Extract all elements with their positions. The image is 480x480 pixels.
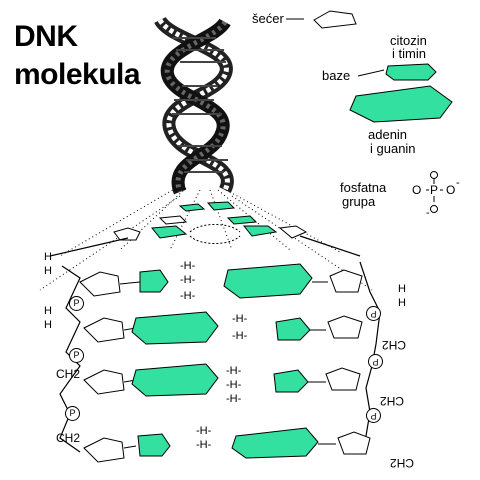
label-guanin: i guanin [370, 141, 416, 156]
label-secer: šećer [252, 11, 284, 26]
phosphate-formula [426, 171, 443, 213]
hydrogen-bond: -H- [226, 393, 242, 405]
ch2-label: CH2 [382, 338, 407, 352]
hydrogen-bond: -H- [180, 274, 196, 286]
dotted-projection [39, 187, 373, 291]
hydrogen-bond: -H- [180, 260, 196, 272]
title-dnk: DNK [14, 20, 78, 53]
hydrogen-bond: -H- [226, 365, 242, 377]
title-molekula: molekula [14, 58, 141, 91]
base-pair-row-2 [83, 311, 363, 345]
label-baze: baze [322, 68, 351, 83]
hydrogen-bond: -H- [232, 330, 248, 342]
transition-bases [113, 201, 308, 244]
hydrogen-bond: -H- [196, 425, 212, 437]
phosphate-circle-icon: P [65, 406, 80, 421]
h-label: H [44, 265, 52, 277]
label-timin: i timin [392, 46, 426, 61]
phosphate-circle-icon [430, 171, 438, 179]
ch2-label: CH2 [380, 394, 405, 408]
phosphate-p: P [430, 183, 439, 197]
label-fosfatna: fosfatna [340, 180, 387, 195]
base-hexagon-icon [385, 63, 437, 81]
label-citozin: citozin [390, 33, 427, 48]
hydrogen-bond: -H- [232, 313, 248, 325]
h-label: H [44, 319, 52, 331]
h-label: H [44, 251, 52, 263]
ch2-label: CH2 [390, 456, 415, 470]
phosphate-circle-icon: P [368, 354, 383, 369]
phosphate-circle-icon: P [366, 306, 381, 321]
ch2-label: CH2 [56, 367, 81, 381]
h-label: H [398, 283, 406, 295]
h-label: H [398, 297, 406, 309]
label-grupa: grupa [342, 194, 376, 209]
double-helix [154, 16, 234, 195]
phosphate-minus-bottom: - [426, 207, 430, 219]
h-label: H [44, 305, 52, 317]
hydrogen-bond: -H- [180, 290, 196, 302]
legend-shapes [286, 10, 453, 123]
hydrogen-bond: -H- [196, 439, 212, 451]
phosphate-circle-icon: P [69, 296, 84, 311]
sugar-pentagon-icon [313, 10, 357, 29]
phosphate-circle-icon: P [366, 408, 381, 423]
phosphate-o-right: O [446, 183, 456, 197]
hydrogen-bond: -H- [226, 379, 242, 391]
phosphate-o-left: O [412, 183, 422, 197]
base-pair-row-1 [79, 263, 363, 299]
phosphate-minus-right: - [456, 177, 460, 189]
label-adenin: adenin [368, 127, 408, 142]
ch2-label: CH2 [56, 431, 81, 445]
base-pair-row-4 [83, 427, 371, 463]
backbone-lines [49, 235, 381, 453]
base-pair-row-3 [83, 363, 361, 397]
phosphate-circle-icon: P [69, 348, 84, 363]
